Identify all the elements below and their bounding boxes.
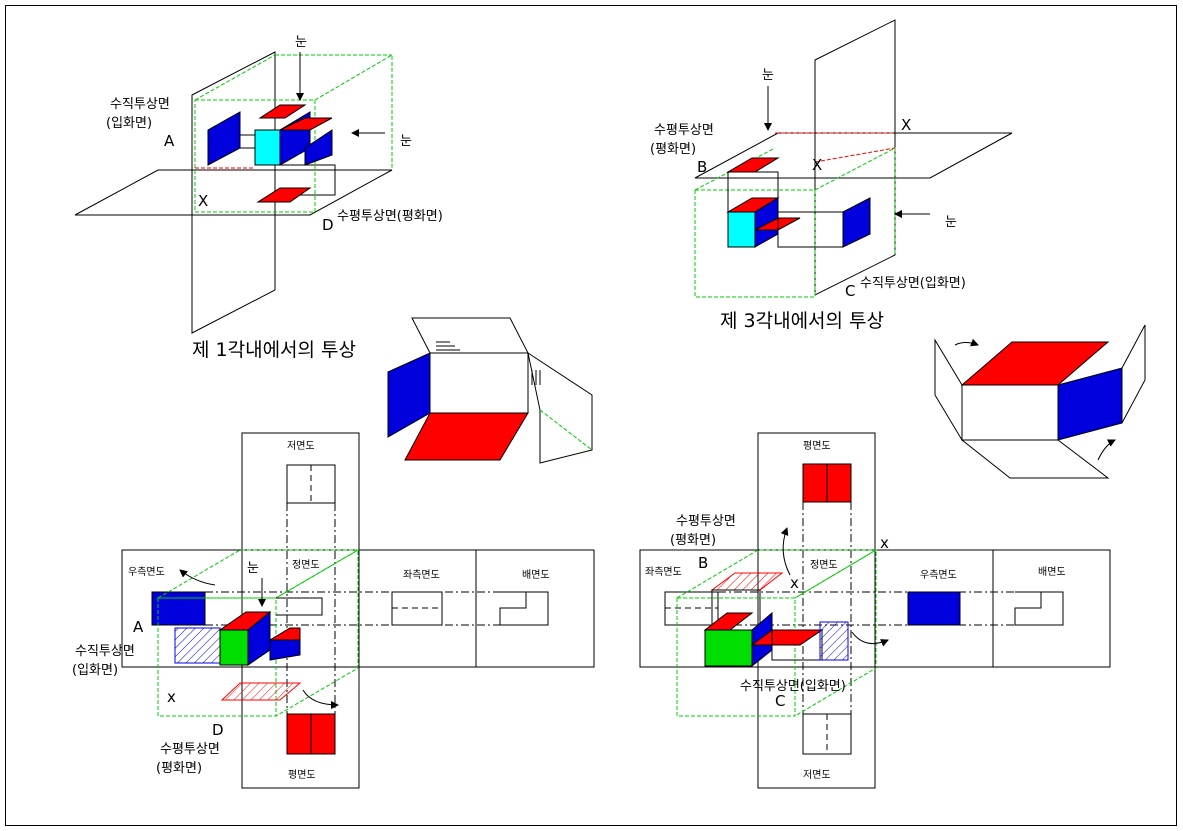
letter-x2: x (880, 534, 889, 552)
letter-x: X (198, 192, 208, 210)
vertical-plane (191, 51, 276, 334)
front-view-label: 정면도 (292, 559, 320, 571)
letter-x: x (167, 688, 176, 706)
letter-b: B (698, 554, 708, 572)
horizontal-plane-label: 수평투상면 (676, 514, 736, 529)
vertical-plane (814, 19, 896, 296)
third-angle-layout: 평면도 정면도 좌측면도 우측면도 배면도 저면도 수평투상면 (평화면) B … (639, 432, 1111, 789)
front-view-label: 정면도 (810, 559, 838, 571)
horizontal-plane (694, 132, 1013, 179)
outer-frame (5, 5, 1177, 826)
horizontal-plane-label: 수평투상면 (160, 742, 220, 757)
left-view-label: 좌측면도 (645, 566, 682, 578)
first-angle-3d: 눈 눈 수직투상면 (입화면) A X D 수평투상면(평화면) 제 1각내에서… (74, 35, 443, 361)
horizontal-plane-alt-label: (평화면) (156, 761, 202, 776)
unfolding-box-third (934, 324, 1146, 479)
letter-x1: x (790, 574, 799, 592)
eye-top-label: 눈 (762, 68, 774, 83)
horizontal-plane-label: 수평투상면(평화면) (337, 209, 443, 224)
third-angle-caption: 제 3각내에서의 투상 (720, 310, 884, 332)
first-angle-caption: 제 1각내에서의 투상 (192, 339, 356, 361)
right-view-label: 우측면도 (128, 566, 165, 578)
eye-top-label: 눈 (295, 35, 307, 50)
horizontal-plane-alt-label: (평화면) (650, 142, 696, 157)
vertical-plane-label: 수직투상면 (110, 97, 170, 112)
top-view-label: 평면도 (803, 440, 831, 452)
vertical-plane-alt-label: (입화면) (72, 663, 118, 678)
letter-b: B (697, 158, 707, 176)
letter-c: C (845, 282, 855, 300)
horizontal-plane-label: 수평투상면 (654, 123, 714, 138)
letter-x1: X (901, 116, 911, 134)
back-view-label: 배면도 (522, 569, 550, 581)
vertical-plane-label: 수직투상면(입화면) (740, 679, 846, 694)
vertical-plane-alt-label: (입화면) (106, 116, 152, 131)
vertical-plane-label: 수직투상면 (75, 644, 135, 659)
right-view-label: 우측면도 (920, 569, 957, 581)
first-angle-layout: 저면도 정면도 좌측면도 배면도 우측면도 평면도 눈 A 수직투상면 (입화면… (72, 432, 595, 789)
letter-a: A (164, 132, 175, 150)
vertical-plane-label: 수직투상면(입화면) (860, 276, 966, 291)
letter-a: A (133, 618, 144, 636)
eye-side-label: 눈 (400, 134, 412, 149)
letter-d: D (322, 216, 334, 234)
letter-x2: X (812, 156, 822, 174)
eye-label: 눈 (247, 561, 259, 576)
letter-c: C (775, 692, 785, 710)
top-view-label: 평면도 (288, 769, 316, 781)
third-angle-3d: 눈 눈 수평투상면 (평화면) B X X C 수직투상면(입화면) 제 3각내… (650, 19, 1013, 332)
bottom-view-label: 저면도 (287, 440, 315, 452)
back-view-label: 배면도 (1038, 566, 1066, 578)
unfolding-box-first (387, 317, 593, 464)
horizontal-plane-alt-label: (평화면) (670, 533, 716, 548)
eye-side-label: 눈 (945, 215, 957, 230)
bottom-view-label: 저면도 (803, 769, 831, 781)
left-view-label: 좌측면도 (403, 569, 440, 581)
letter-d: D (212, 721, 224, 739)
